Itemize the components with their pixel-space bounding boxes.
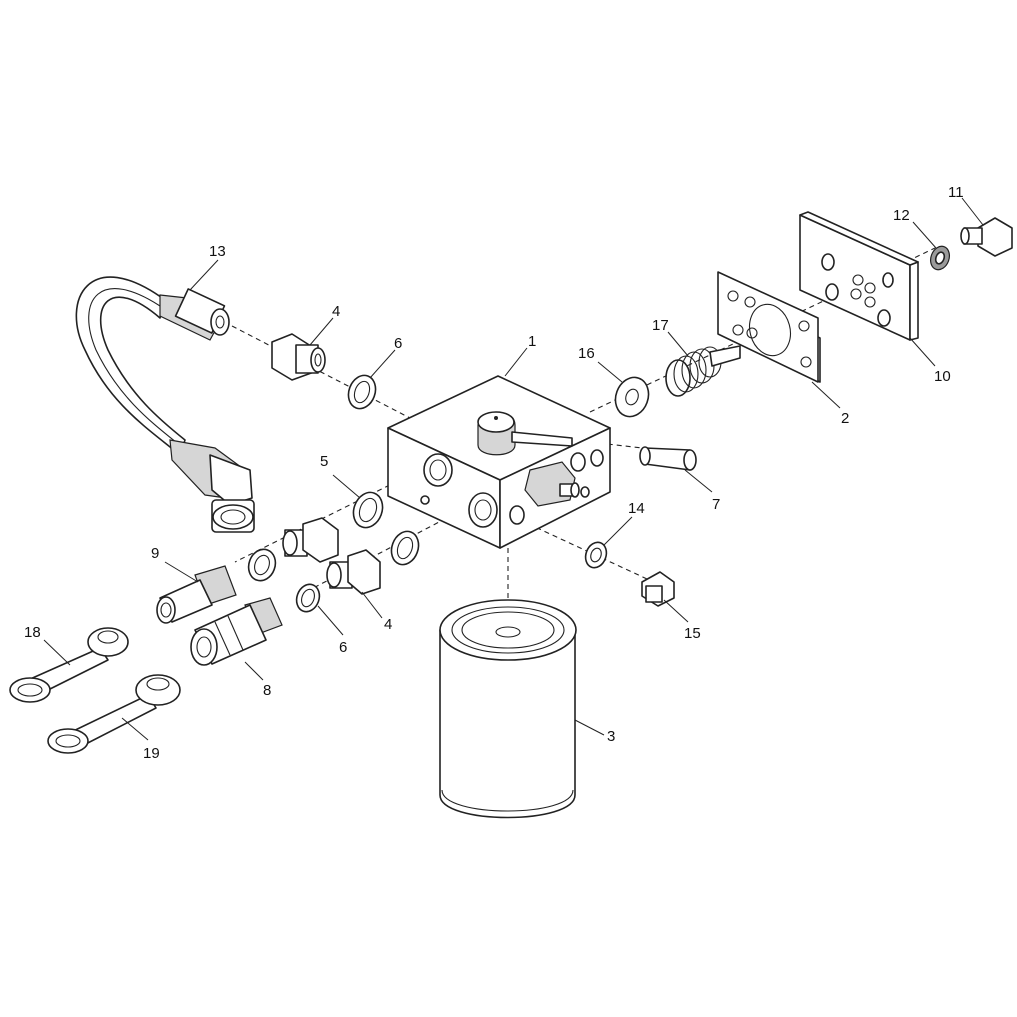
callout-1: 1 <box>528 333 536 350</box>
dust-cap-18 <box>9 627 129 703</box>
callout-4b: 4 <box>384 616 392 633</box>
callout-6b: 6 <box>339 639 347 656</box>
hose-assembly <box>75 276 255 533</box>
callout-12: 12 <box>893 207 910 224</box>
oring-upper <box>347 374 377 410</box>
callout-17: 17 <box>652 317 669 334</box>
callout-8: 8 <box>263 682 271 699</box>
adapter-lower <box>326 549 381 595</box>
callout-19: 19 <box>143 745 160 762</box>
cap-7 <box>639 446 697 471</box>
plug-15 <box>641 571 675 607</box>
callout-11: 11 <box>948 184 964 201</box>
washer-14 <box>584 541 608 569</box>
bolt-11 <box>960 217 1013 257</box>
spring-17 <box>665 345 741 397</box>
callouts: 1 2 3 4 4 5 6 6 7 8 9 10 11 12 13 14 15 … <box>24 184 964 762</box>
washer-12 <box>929 245 951 271</box>
oring-lower <box>295 583 321 613</box>
dust-cap-19 <box>47 674 181 754</box>
callout-4a: 4 <box>332 303 340 320</box>
callout-3: 3 <box>607 728 615 745</box>
filter-canister <box>439 599 577 819</box>
callout-5: 5 <box>320 453 328 470</box>
callout-9: 9 <box>151 545 159 562</box>
callout-15: 15 <box>684 625 701 642</box>
gasket-2 <box>717 271 821 383</box>
callout-7: 7 <box>712 496 720 513</box>
callout-6a: 6 <box>394 335 402 352</box>
oring-5 <box>352 491 384 529</box>
callout-18: 18 <box>24 624 41 641</box>
leader-lines <box>43 197 984 741</box>
adapter-upper <box>271 333 326 381</box>
coupler-female <box>190 597 283 666</box>
coupler-male <box>156 565 237 624</box>
manifold-block <box>387 375 611 549</box>
callout-10: 10 <box>934 368 951 385</box>
oring-middle <box>390 530 420 566</box>
washer-16 <box>614 376 650 418</box>
callout-13: 13 <box>209 243 226 260</box>
mounting-plate-10 <box>799 211 919 341</box>
adapter-middle <box>282 517 339 563</box>
oring-left <box>247 548 277 582</box>
callout-14: 14 <box>628 500 645 517</box>
callout-2: 2 <box>841 410 849 427</box>
callout-16: 16 <box>578 345 595 362</box>
